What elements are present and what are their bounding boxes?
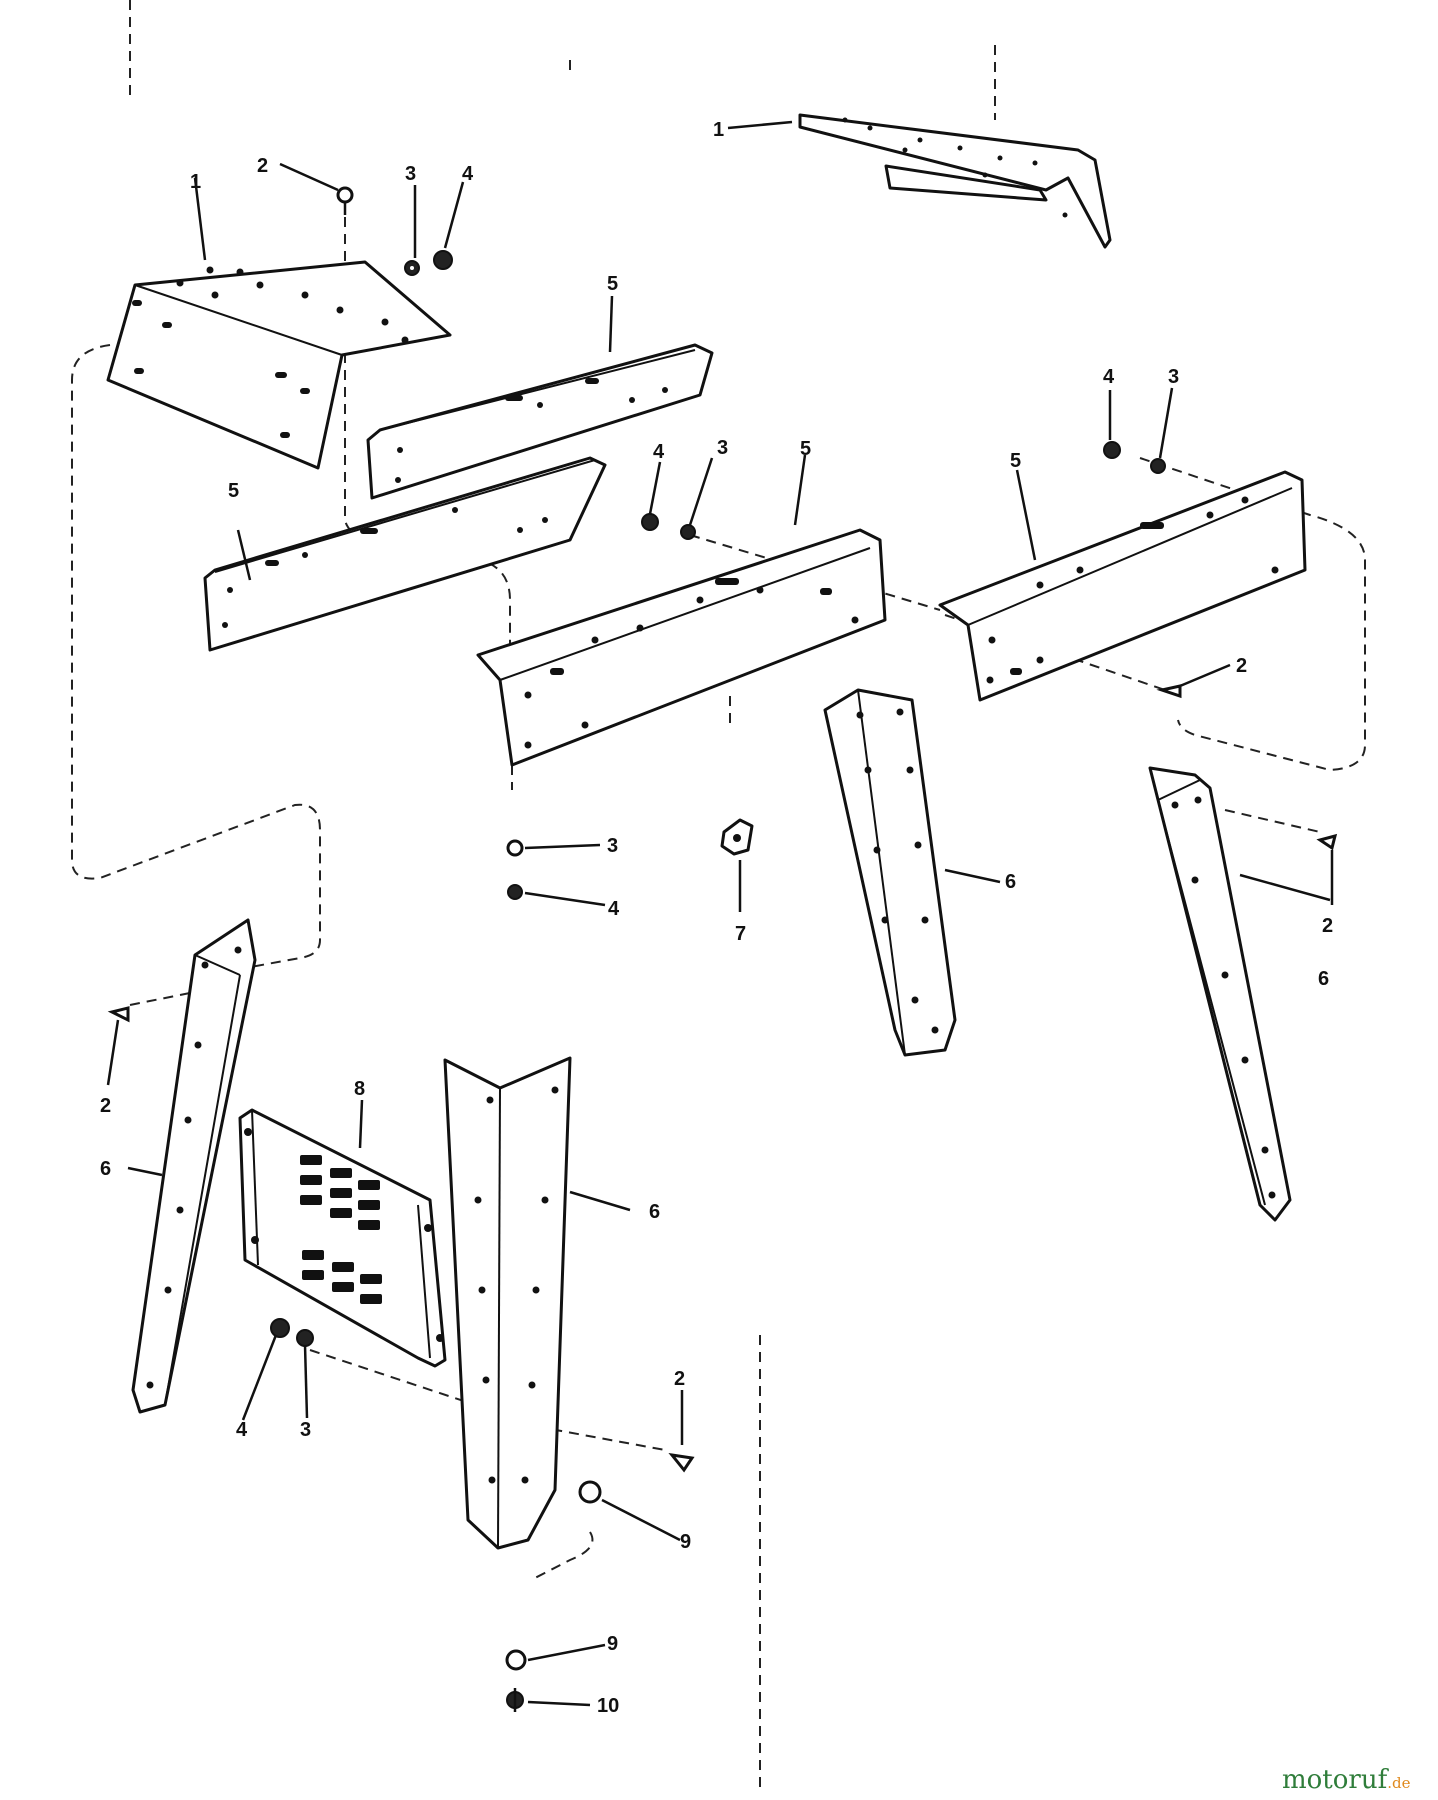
label-3: 3 [1168,366,1179,388]
bolt-icon [107,1006,130,1023]
nut-icon [433,250,453,270]
shelf-panel [238,1108,447,1368]
label-5: 5 [1010,450,1021,472]
label-4: 4 [608,898,620,920]
bolt-icon [1316,833,1338,851]
watermark-suffix: .de [1387,1774,1410,1792]
label-3: 3 [717,437,728,459]
washer-icon [680,524,696,540]
washer-icon [506,839,524,857]
label-10: 10 [597,1695,619,1717]
label-8: 8 [354,1078,365,1100]
label-4: 4 [653,441,665,463]
washer-icon [1150,458,1166,474]
label-5: 5 [800,438,811,460]
label-6: 6 [649,1201,660,1223]
shelf-vents [300,1155,382,1304]
label-3: 3 [607,835,618,857]
label-5: 5 [228,480,239,502]
label-4: 4 [236,1419,248,1441]
rail-top-middle [366,343,714,500]
rail-center [476,528,887,767]
leg-left [131,918,257,1414]
leg-right [1148,766,1292,1222]
label-2: 2 [1236,655,1247,677]
leg-center [823,688,957,1057]
nut-icon [1103,441,1121,459]
leg-front [443,1056,572,1550]
bolt-icon [336,186,354,215]
hardware [107,186,1338,1712]
rail-right [938,470,1307,702]
label-2: 2 [100,1095,111,1117]
label-1: 1 [713,119,724,141]
washer-icon [296,1329,314,1347]
nut-icon [270,1318,290,1338]
label-1: 1 [190,171,201,193]
label-7: 7 [735,923,746,945]
leader-lines [106,120,1334,1707]
bolt-icon [668,1452,695,1473]
label-9: 9 [680,1531,691,1553]
label-9: 9 [607,1633,618,1655]
callouts: 1 1 2 3 4 5 5 4 3 5 4 3 5 2 3 4 7 6 2 6 … [100,119,1333,1717]
nut-icon [505,1649,527,1671]
label-2: 2 [674,1368,685,1390]
washer-icon [404,260,420,276]
top-plate-left [106,260,452,470]
label-6: 6 [100,1158,111,1180]
label-4: 4 [1103,366,1115,388]
label-3: 3 [405,163,416,185]
label-6: 6 [1318,968,1329,990]
nut-icon [507,884,523,900]
label-2: 2 [1322,915,1333,937]
rail-left-middle [203,456,607,652]
svg-text:motoruf.de: motoruf.de [1282,1765,1411,1795]
nut-icon [641,513,659,531]
top-plate-right [798,113,1112,249]
bolt-icon [1156,684,1182,699]
center-lines [129,0,996,1790]
watermark-logo: motoruf.de [1282,1765,1411,1795]
clip [720,818,754,856]
nut-icon [578,1480,602,1504]
label-4: 4 [462,163,474,185]
label-2: 2 [257,155,268,177]
watermark-text: motoruf [1282,1765,1390,1795]
label-3: 3 [300,1419,311,1441]
label-6: 6 [1005,871,1016,893]
label-5: 5 [607,273,618,295]
